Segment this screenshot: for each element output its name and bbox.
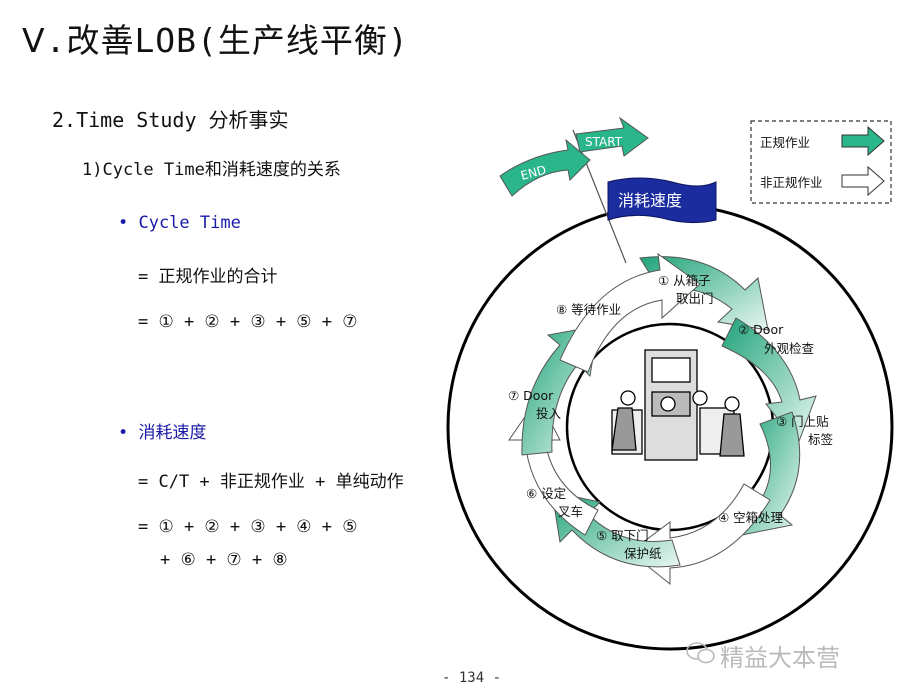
step-7-label-a: ⑦ Door xyxy=(508,388,554,403)
step-6-label-b: 叉车 xyxy=(558,504,583,519)
wechat-icon xyxy=(686,642,715,664)
end-arrow xyxy=(499,138,591,197)
legend-regular-arrow xyxy=(841,125,885,157)
legend-irregular-label: 非正规作业 xyxy=(760,175,823,190)
start-arrow xyxy=(575,116,649,157)
work-cycle-diagram: START END 消耗速度 ① 从箱子 取出门 ② Door 外观检查 ③ 门… xyxy=(446,116,894,651)
consumption-speed-flag xyxy=(607,177,717,224)
flag-label: 消耗速度 xyxy=(618,191,682,210)
legend-regular-label: 正规作业 xyxy=(760,135,810,150)
bullet-cycle-time: • Cycle Time xyxy=(118,213,241,233)
section-heading: 2.Time Study 分析事实 xyxy=(52,108,289,132)
step-7-label-b: 投入 xyxy=(536,406,562,421)
step-5-label-b: 保护纸 xyxy=(624,546,662,561)
step-1-label-b: 取出门 xyxy=(676,291,714,306)
consumption-speed-formula-2: + ⑥ + ⑦ + ⑧ xyxy=(160,550,288,570)
slide-title: Ⅴ.改善LOB(生产线平衡) xyxy=(22,21,409,60)
subsection-heading: 1)Cycle Time和消耗速度的关系 xyxy=(82,160,341,180)
legend-irregular-arrow xyxy=(841,165,885,197)
cycle-time-formula: = ① + ② + ③ + ⑤ + ⑦ xyxy=(138,312,358,332)
workers-illustration xyxy=(611,349,745,461)
step-3-label-a: ③ 门上贴 xyxy=(776,414,829,429)
step-2-label-a: ② Door xyxy=(738,322,784,337)
step-8-arrow xyxy=(559,252,701,373)
cycle-time-definition: = 正规作业的合计 xyxy=(138,267,278,287)
watermark-text: 精益大本营 xyxy=(720,644,840,672)
step-2-label-b: 外观检查 xyxy=(764,341,815,356)
step-1-label-a: ① 从箱子 xyxy=(658,273,711,288)
step-5-label-a: ⑤ 取下门 xyxy=(596,528,649,543)
step-8-label: ⑧ 等待作业 xyxy=(556,302,621,317)
step-6-label-a: ⑥ 设定 xyxy=(526,486,566,501)
start-label: START xyxy=(585,135,623,149)
step-3-label-b: 标签 xyxy=(808,432,834,447)
bullet-consumption-speed: • 消耗速度 xyxy=(118,423,207,443)
end-label: END xyxy=(519,163,548,183)
step-4-label: ④ 空箱处理 xyxy=(718,510,784,525)
page-number: - 134 - xyxy=(442,670,502,686)
consumption-speed-definition: = C/T + 非正规作业 + 单纯动作 xyxy=(138,472,404,492)
consumption-speed-formula-1: = ① + ② + ③ + ④ + ⑤ xyxy=(138,517,358,537)
